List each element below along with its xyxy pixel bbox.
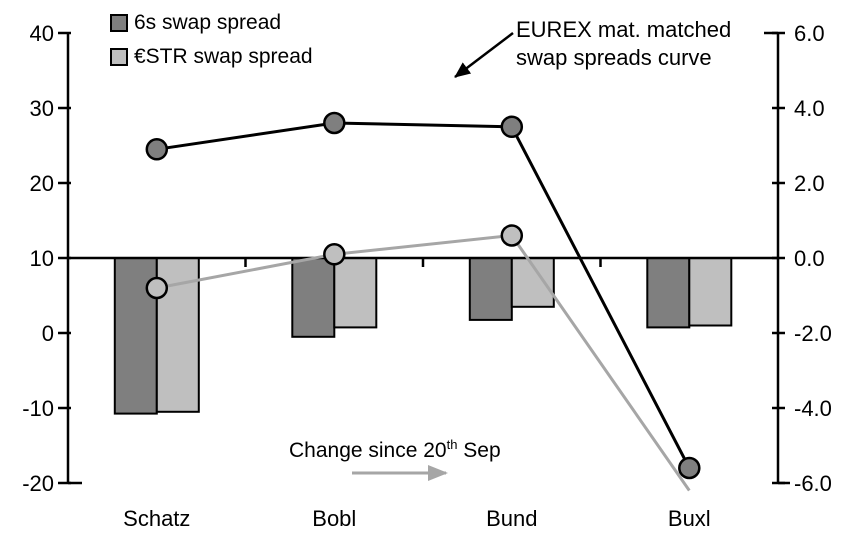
left-axis-tick-label: 40 [30, 21, 54, 46]
curve-annotation-line2: swap spreads curve [516, 45, 712, 70]
right-axis-tick-label: -2.0 [794, 321, 832, 346]
bar-6s-swap-spread-buxl [646, 257, 691, 329]
change-annotation: Change since 20th Sep [289, 437, 501, 463]
line-6s-swap-spread [156, 121, 691, 469]
left-axis-tick-label: 10 [30, 246, 54, 271]
legend-label-estr: €STR swap spread [134, 45, 313, 68]
legend-label-6s: 6s swap spread [134, 11, 282, 34]
left-axis-tick-label: 20 [30, 171, 54, 196]
left-axis-tick-label: -20 [22, 471, 54, 496]
category-label-bobl: Bobl [312, 506, 356, 531]
bar-6s-swap-spread-bund [468, 257, 513, 321]
marker-6s-swap-spread-bund [500, 115, 524, 139]
curve-annotation-line1: EUREX mat. matched [516, 17, 732, 42]
legend-swatch-6s-icon [110, 14, 128, 32]
curve-annotation: EUREX mat. matched swap spreads curve [516, 16, 731, 72]
change-annotation-suffix: Sep [457, 439, 501, 462]
left-axis-tick-label: 30 [30, 96, 54, 121]
bar-str-swap-spread-buxl [688, 257, 733, 327]
change-annotation-prefix: Change since 20 [289, 439, 447, 462]
legend-swatch-estr-icon [110, 48, 128, 66]
right-axis-tick-label: -4.0 [794, 396, 832, 421]
marker-6s-swap-spread-buxl [678, 456, 701, 480]
category-label-buxl: Buxl [668, 506, 711, 531]
bar-6s-swap-spread-bobl [291, 257, 336, 338]
legend-item-6s: 6s swap spread [110, 10, 313, 36]
bar-str-swap-spread-bobl [333, 257, 378, 329]
right-axis-tick-label: 6.0 [794, 21, 825, 46]
category-label-bund: Bund [486, 506, 537, 531]
category-label-schatz: Schatz [123, 506, 190, 531]
marker-str-swap-spread-bobl [323, 243, 346, 266]
right-axis-tick-label: -6.0 [794, 471, 832, 496]
change-annotation-sup: th [446, 437, 458, 452]
marker-str-swap-spread-bund [500, 224, 524, 247]
marker-6s-swap-spread-schatz [145, 138, 169, 161]
left-axis-tick-label: -10 [22, 396, 54, 421]
right-axis-tick-label: 2.0 [794, 171, 825, 196]
marker-6s-swap-spread-bobl [323, 111, 346, 135]
legend-item-estr: €STR swap spread [110, 44, 313, 70]
left-axis-tick-label: 0 [42, 321, 54, 346]
marker-str-swap-spread-schatz [145, 276, 169, 300]
right-axis-tick-label: 4.0 [794, 96, 825, 121]
right-axis-tick-label: 0.0 [794, 246, 825, 271]
curve-annotation-arrow [454, 32, 514, 78]
line-str-swap-spread [156, 233, 691, 492]
chart-legend: 6s swap spread €STR swap spread [110, 10, 313, 78]
